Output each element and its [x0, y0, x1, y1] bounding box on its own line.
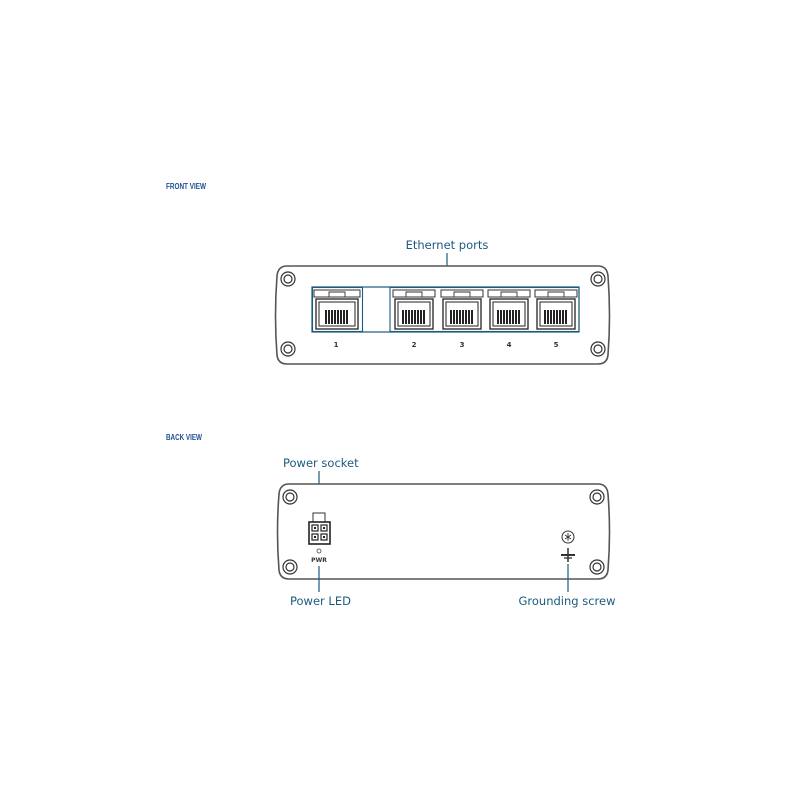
- screw-icon: [280, 341, 296, 357]
- screw-icon: [590, 341, 606, 357]
- front-view-heading: FRONT VIEW: [166, 182, 206, 191]
- screw-icon: [590, 271, 606, 287]
- screw-icon: [589, 489, 605, 505]
- screw-icon: [589, 559, 605, 575]
- screw-icon: [282, 559, 298, 575]
- ethernet-port-3: [440, 289, 484, 330]
- ethernet-port-5: [534, 289, 578, 330]
- back-view-heading: BACK VIEW: [166, 433, 202, 442]
- ethernet-ports-callout: Ethernet ports: [406, 238, 489, 252]
- back-panel: [276, 483, 611, 580]
- power-socket: [308, 512, 331, 545]
- ground-symbol-icon: [561, 548, 575, 562]
- screw-icon: [282, 489, 298, 505]
- pwr-label: PWR: [311, 557, 327, 564]
- port-number-label: 2: [412, 341, 417, 349]
- grounding-screw: [561, 530, 575, 544]
- port-number-label: 1: [334, 341, 339, 349]
- port-number-label: 3: [460, 341, 465, 349]
- port-number-label: 4: [507, 341, 512, 349]
- power-led: [316, 548, 322, 554]
- screw-icon: [280, 271, 296, 287]
- power-led-callout: Power LED: [290, 594, 351, 608]
- power-socket-callout: Power socket: [283, 456, 359, 470]
- ethernet-port-4: [487, 289, 531, 330]
- ethernet-port-1: [313, 289, 361, 330]
- ethernet-port-2: [392, 289, 436, 330]
- grounding-screw-callout: Grounding screw: [518, 594, 615, 608]
- port-number-label: 5: [554, 341, 559, 349]
